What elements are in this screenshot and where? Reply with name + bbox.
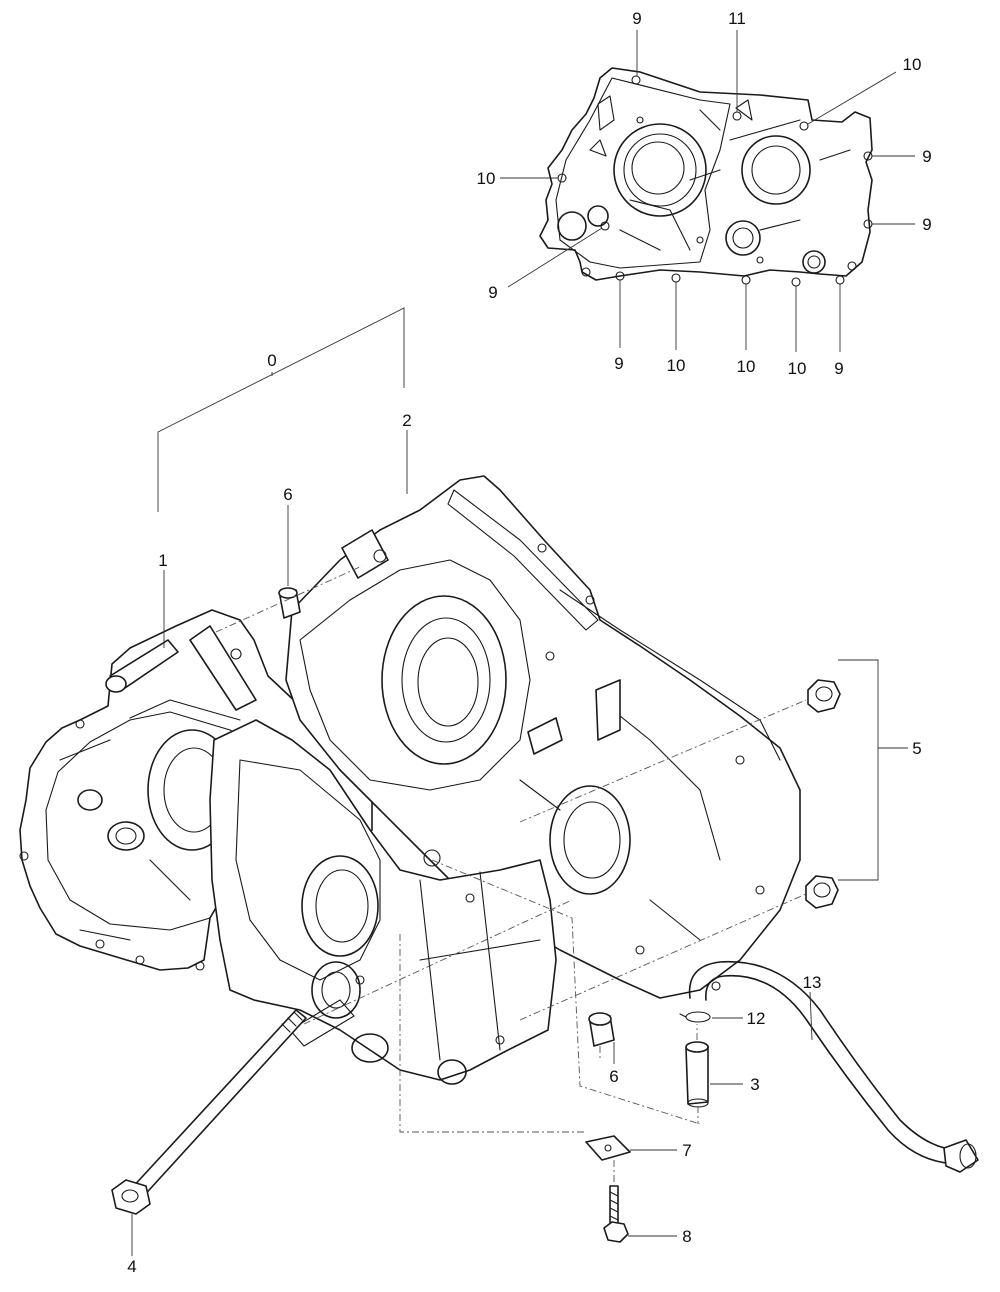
inset-callout-9-left: 9 [488, 283, 497, 302]
inset-leader-lines [500, 30, 915, 352]
callout-13: 13 [803, 973, 822, 992]
inset-callout-9-bottom-b: 9 [834, 359, 843, 378]
center-block [209, 719, 557, 1085]
dowel-pin-bottom [588, 1012, 615, 1047]
inset-callout-10-bottom-b: 10 [737, 357, 756, 376]
callout-6-bottom: 6 [609, 1067, 618, 1086]
inset-callout-9-top: 9 [632, 9, 641, 28]
callout-8: 8 [682, 1227, 691, 1246]
nut-upper [807, 679, 841, 713]
screw [603, 1185, 629, 1243]
long-bolt [111, 1009, 307, 1215]
callout-6-top: 6 [283, 485, 292, 504]
inset-callout-10-top: 10 [903, 55, 922, 74]
alignment-dashed-lines [215, 565, 807, 1184]
right-crankcase-half [285, 475, 801, 999]
callout-12: 12 [747, 1009, 766, 1028]
callout-1: 1 [158, 551, 167, 570]
callout-4: 4 [127, 1257, 136, 1276]
inset-crankcase-half [539, 67, 873, 287]
hose-clip [679, 1011, 711, 1023]
inset-callout-10-left: 10 [477, 169, 496, 188]
callout-3: 3 [750, 1075, 759, 1094]
strainer-pipe [685, 1041, 709, 1108]
inset-callout-11: 11 [728, 9, 746, 28]
nut-lower [805, 875, 839, 909]
inset-callout-9-bottom-a: 9 [614, 354, 623, 373]
hose [688, 960, 979, 1173]
inset-callout-10-bottom-a: 10 [667, 356, 686, 375]
callout-7: 7 [682, 1141, 691, 1160]
callout-5: 5 [912, 739, 921, 758]
left-crankcase-half [19, 609, 373, 971]
lock-plate [585, 1135, 631, 1161]
inset-callout-9-right-lower: 9 [922, 215, 931, 234]
callout-2: 2 [402, 411, 411, 430]
callout-0: 0 [267, 351, 276, 370]
main-leader-lines [131, 307, 908, 1256]
inset-callout-10-bottom-c: 10 [788, 359, 807, 378]
dowel-pin-top [278, 587, 301, 619]
inset-callout-9-right-upper: 9 [922, 147, 931, 166]
